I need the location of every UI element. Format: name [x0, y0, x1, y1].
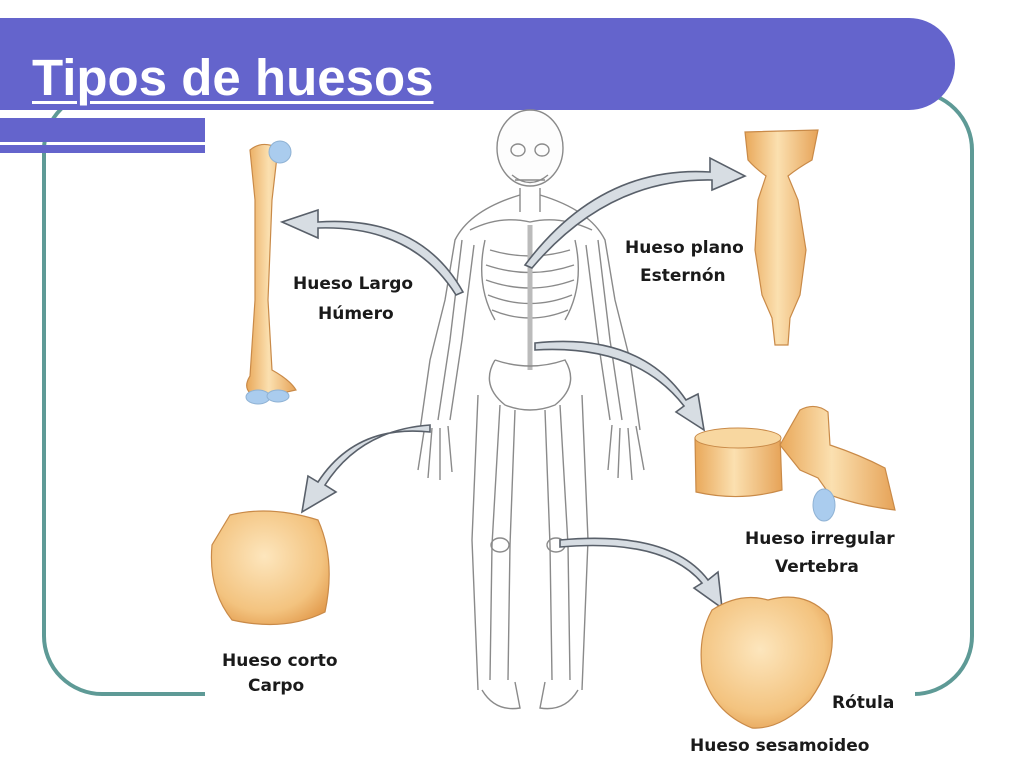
label-sesamoid-bone-example: Rótula — [832, 693, 895, 713]
arrow-to-vertebra — [534, 340, 706, 432]
label-irregular-bone-type: Hueso irregular — [745, 529, 895, 549]
title-banner — [0, 18, 955, 110]
banner-accent — [0, 118, 240, 142]
arrow-to-patella — [559, 537, 723, 610]
label-flat-bone-example: Esternón — [640, 266, 726, 286]
humerus-bone-image — [245, 140, 297, 405]
pointer-arrows — [279, 156, 747, 610]
patella-bone-image — [700, 596, 833, 729]
carpal-bone-image — [210, 510, 330, 626]
arrow-to-humerus — [279, 208, 465, 297]
label-flat-bone-type: Hueso plano — [625, 238, 744, 258]
banner-accent-thin — [0, 145, 240, 153]
label-long-bone-type: Hueso Largo — [293, 274, 414, 294]
label-short-bone-example: Carpo — [248, 676, 305, 696]
label-sesamoid-bone-type: Hueso sesamoideo — [690, 736, 870, 756]
arrow-to-carpus — [300, 424, 431, 514]
label-short-bone-type: Hueso corto — [222, 651, 338, 671]
arrow-to-sternum — [523, 156, 747, 269]
sternum-bone-image — [744, 129, 819, 346]
slide-title: Tipos de huesos — [32, 49, 434, 106]
skeleton-figure — [417, 109, 645, 710]
vertebra-bone-image — [694, 405, 896, 522]
label-long-bone-example: Húmero — [318, 304, 394, 324]
label-irregular-bone-example: Vertebra — [775, 557, 859, 577]
